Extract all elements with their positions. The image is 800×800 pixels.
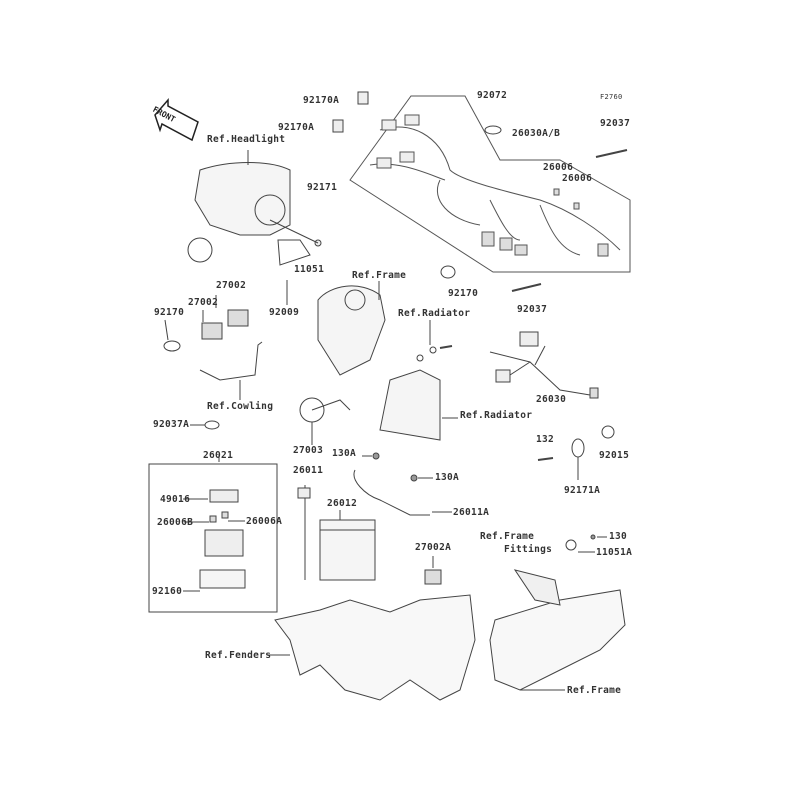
frame-front xyxy=(317,285,386,376)
reference-label: Ref.Radiator xyxy=(460,410,533,421)
part-label[interactable]: 92037 xyxy=(517,304,548,315)
part-label[interactable]: 92072 xyxy=(477,90,508,101)
part-label[interactable]: 26006B xyxy=(157,517,194,528)
part-label[interactable]: 26006 xyxy=(543,162,574,173)
part-label[interactable]: 92037A xyxy=(153,419,190,430)
part-label[interactable]: 92037 xyxy=(600,118,631,129)
part-label[interactable]: 26011A xyxy=(453,507,490,518)
part-label[interactable]: 26021 xyxy=(203,450,234,461)
part-label[interactable]: 92171 xyxy=(307,182,338,193)
part-label[interactable]: 92170A xyxy=(278,122,315,133)
headlight-assembly xyxy=(187,162,311,266)
fuse-box xyxy=(204,529,244,557)
part-label[interactable]: 130A xyxy=(332,448,357,459)
part-label[interactable]: 11051A xyxy=(596,547,633,558)
part-label[interactable]: 26006A xyxy=(246,516,283,527)
battery-cable-26011A xyxy=(353,469,430,516)
reference-label: Ref.Frame xyxy=(352,270,407,281)
front-arrow-icon xyxy=(154,97,199,142)
harness-group-outline xyxy=(349,95,631,273)
part-label[interactable]: 92170 xyxy=(448,288,479,299)
clip-92170A-2 xyxy=(332,119,344,133)
part-label[interactable]: 92171A xyxy=(564,485,601,496)
reference-label: Ref.Fenders xyxy=(205,650,272,661)
part-label[interactable]: 26030 xyxy=(536,394,567,405)
part-label[interactable]: 92170 xyxy=(154,307,185,318)
fuse-cover-49016 xyxy=(209,489,239,503)
part-label[interactable]: 130A xyxy=(435,472,460,483)
part-label[interactable]: 26006 xyxy=(562,173,593,184)
reference-label: Ref.Frame xyxy=(480,531,535,542)
part-label[interactable]: 92170A xyxy=(303,95,340,106)
fender-tray xyxy=(274,594,476,701)
part-label[interactable]: 27002A xyxy=(415,542,452,553)
part-label[interactable]: 92160 xyxy=(152,586,183,597)
part-label[interactable]: 26030A/B xyxy=(512,128,561,139)
clamp-92170 xyxy=(440,265,456,279)
bolt-92037 xyxy=(595,149,628,158)
battery-26012 xyxy=(319,519,376,581)
relay-bracket xyxy=(199,341,263,381)
reference-label: Ref.Headlight xyxy=(207,134,286,145)
rear-frame xyxy=(489,589,626,691)
bolt-92037-lower xyxy=(511,283,542,292)
fuse-box-group-outline xyxy=(148,463,278,613)
radiator xyxy=(379,369,441,441)
relay-27002-2 xyxy=(227,309,249,327)
relay-27002A xyxy=(424,569,442,585)
part-label[interactable]: 92015 xyxy=(599,450,630,461)
clamp-92072 xyxy=(484,125,502,135)
part-label[interactable]: 27003 xyxy=(293,445,324,456)
part-label[interactable]: 132 xyxy=(536,434,555,445)
part-label[interactable]: 26012 xyxy=(327,498,358,509)
reference-label: Fittings xyxy=(504,544,553,555)
sub-harness-26030 xyxy=(489,331,599,399)
part-label[interactable]: 92009 xyxy=(269,307,300,318)
reference-label: Ref.Radiator xyxy=(398,308,471,319)
reference-label: Ref.Cowling xyxy=(207,401,274,412)
reference-label: Ref.Frame xyxy=(567,685,622,696)
wiring-harness xyxy=(369,114,621,257)
part-label[interactable]: 130 xyxy=(609,531,628,542)
part-label[interactable]: 27002 xyxy=(216,280,247,291)
fuse-box-holder-92160 xyxy=(199,569,246,589)
clip-92170A xyxy=(357,91,369,105)
relay-27002 xyxy=(201,322,223,340)
diagram-code: F2760 xyxy=(600,93,623,101)
part-label[interactable]: 26011 xyxy=(293,465,324,476)
part-label[interactable]: 27002 xyxy=(188,297,219,308)
part-label[interactable]: 11051 xyxy=(294,264,325,275)
clamp-92170-left xyxy=(163,340,181,352)
part-label[interactable]: 49016 xyxy=(160,494,191,505)
